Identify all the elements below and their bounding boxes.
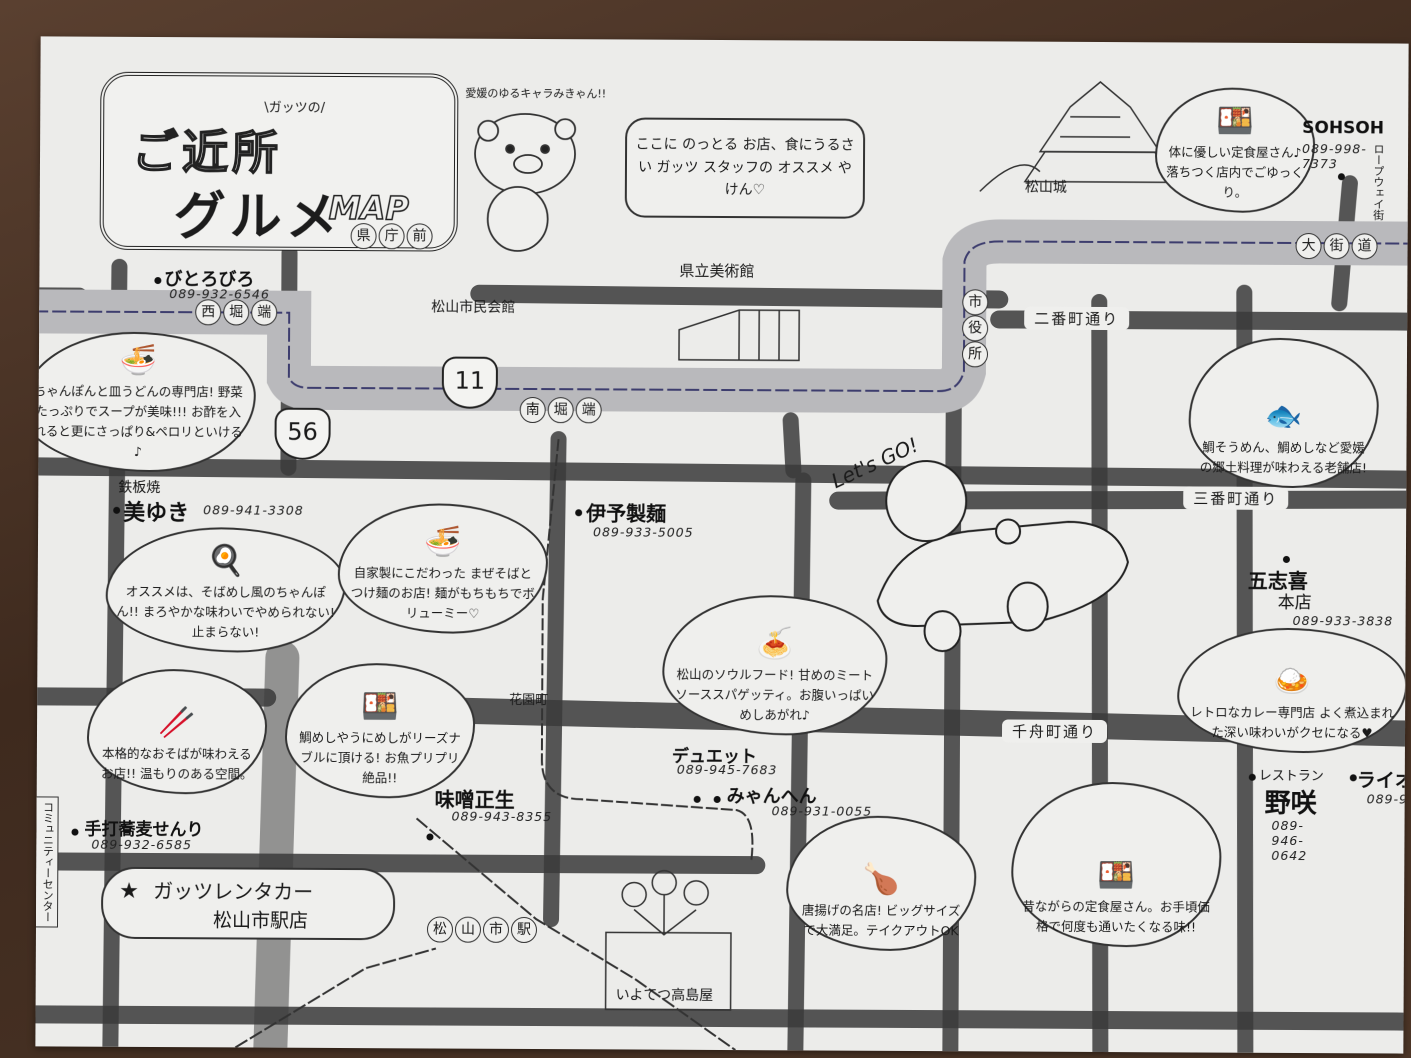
shop-name-sohsoh[interactable]: SOHSOH [1302, 118, 1385, 139]
shop-tel-bidorobiro: 089-932-6546 [169, 286, 270, 302]
shop-pin-iyoseimen[interactable] [575, 509, 583, 517]
shop-tel-nosaki: 089-946-0642 [1271, 817, 1308, 864]
shop-bubble-misomasao: 🍱 鯛めしやうにめしがリーズナブルに頂ける! お魚プリプリ絶品!! [284, 662, 476, 799]
shop-bubble-senri: 🥢 本格的なおそばが味わえるお店!! 温もりのある空間。 [86, 668, 268, 795]
shop-pin-nosaki[interactable] [1248, 773, 1256, 781]
teppan-plate-icon: 🍳 [207, 543, 245, 579]
mascot-speech-bubble: ここに のっとる お店、食にうるさい ガッツ スタッフの オススメ やけん♡ [624, 117, 866, 219]
shop-pin-goshiki[interactable] [1282, 555, 1290, 563]
guts-rental-car-location: ★ ガッツレンタカー 松山市駅店 [100, 866, 396, 941]
street-ropeway: ロープウェイ街 [1371, 143, 1386, 221]
landmark-community-center: コミュニティーセンター [35, 796, 59, 928]
shop-bubble-miyuki: 🍳 オススメは、そばめし風のちゃんぽん!! まろやかな味わいでやめられない!止ま… [105, 526, 347, 654]
street-nibancho: 二番町通り [1024, 306, 1130, 331]
station-minami-horibata: 南堀端 [519, 396, 603, 424]
shop-pin-lion[interactable] [1349, 774, 1357, 782]
railway-line [540, 439, 754, 861]
takashimaya-store-drawing [604, 869, 732, 1011]
mikyan-mascot-drawing [474, 113, 577, 252]
noodle-bowl-icon: 🍜 [119, 342, 158, 379]
title-line-gourmet: グルメ [173, 187, 342, 249]
shop-tel-senri: 089-932-6585 [91, 836, 193, 853]
star-icon: ★ [119, 878, 139, 904]
station-matsuyamashi: 松山市駅 [426, 916, 538, 944]
shop-name-iyoseimen[interactable]: 伊予製麺 [586, 501, 667, 526]
soba-bowl-icon: 🥢 [158, 705, 196, 741]
rental-name: ガッツレンタカー [153, 879, 314, 904]
title-subtitle: \ガッツの/ [264, 100, 326, 116]
street-senbuncho: 千舟町通り [1001, 719, 1108, 744]
curry-plate-icon: 🍛 [1273, 663, 1312, 700]
mascot-caption: 愛媛のゆるキャラみきゃん!! [465, 86, 607, 101]
shop-bubble-iyoseimen: 🍜 自家製にこだわった まぜそばと つけ麺のお店! 麺がもちもちでボリューミー♡ [337, 502, 549, 635]
street-sanbancho: 三番町通り [1183, 486, 1289, 510]
sea-bream-icon: 🐟 [1264, 398, 1303, 435]
landmark-iyotetsu-takashimaya: いよてつ高島屋 [615, 987, 714, 1004]
shop-branch-goshiki: 本店 [1277, 592, 1312, 614]
landmark-prefectural-museum: 県立美術館 [679, 261, 755, 281]
shop-tel-iyoseimen: 089-933-5005 [593, 524, 694, 540]
shop-bubble-duet: 🍝 松山のソウルフード! 甘めのミートソーススパゲッティ。お腹いっぱい めしあが… [662, 594, 888, 736]
mascot-speech-text: ここに のっとる お店、食にうるさい ガッツ スタッフの オススメ やけん♡ [635, 136, 855, 199]
station-kencho-mae: 県庁前 [350, 223, 434, 250]
shop-tel-duet: 089-945-7683 [676, 761, 778, 778]
karaage-icon: 🍗 [862, 861, 901, 897]
shop-bubble-goshiki: 🐟 鯛そうめん、鯛めしなど愛媛の郷土料理が味わえる老舗店! [1188, 337, 1380, 489]
shop-bubble-sohsoh: 🍱 体に優しい定食屋さん♪ 落ちつく店内でごゆっくり。 [1154, 87, 1316, 214]
shop-name-nosaki[interactable]: 野咲 [1264, 788, 1317, 820]
shop-name-lion[interactable]: ライオン [1356, 769, 1409, 792]
shop-tel-miyuki: 089-941-3308 [203, 502, 304, 518]
matsuyama-castle-drawing [979, 80, 1172, 192]
station-nishi-horibata: 西堀端 [194, 299, 278, 326]
shop-tel-sohsoh: 089-998-7373 [1301, 141, 1367, 172]
shop-bubble-miyanhen: 🍗 唐揚げの名店! ビッグサイズで大満足。テイクアウトOK [785, 815, 977, 952]
shop-pin-sohsoh[interactable] [1337, 173, 1345, 181]
spaghetti-plate-icon: 🍝 [756, 626, 794, 662]
rental-branch: 松山市駅店 [212, 909, 309, 932]
shop-pin-senri[interactable] [71, 828, 79, 836]
shop-tel-curry: 089-933-3838 [1292, 612, 1394, 629]
landmark-matsuyama-castle: 松山城 [1024, 179, 1067, 196]
title-line-gokinjo: ご近所 [131, 124, 283, 180]
seafood-bowl-icon: 🍱 [361, 689, 399, 725]
shop-bubble-nosaki: 🍱 昔ながらの定食屋さん。お手頃価格で何度も通いたくなる味!! [1010, 781, 1222, 948]
station-shiyakusho: 市役所 [961, 289, 989, 368]
landmark-civic-hall: 松山市民会館 [431, 299, 516, 316]
shop-pin-misomasao[interactable] [426, 833, 434, 841]
route-56-shield: 56 [274, 407, 331, 460]
shop-pin-miyanhen[interactable] [713, 795, 721, 803]
shop-name-miyuki[interactable]: 美ゆき [123, 500, 190, 527]
shop-tel-lion: 089-9…-99… [1366, 791, 1409, 807]
station-hanazono: 花園町 [509, 692, 549, 709]
title-line-map: MAP [328, 188, 410, 228]
shop-bubble-bidorobiro: 🍜 ちゃんぽんと皿うどんの専門店! 野菜たっぷりでスープが美味!!! お酢を入れ… [35, 331, 257, 473]
road-east-west-1 [35, 457, 1409, 489]
shop-pin-duet[interactable] [693, 795, 701, 803]
shop-bubble-curry: 🍛 レトロなカレー専門店 よく煮込まれた深い味わいがクセになる♥ [1176, 627, 1408, 754]
teishoku-tray-icon: 🍱 [1216, 103, 1254, 139]
bento-tray-icon: 🍱 [1097, 857, 1136, 894]
shop-tel-misomasao: 089-943-8355 [451, 808, 553, 825]
route-11-shield: 11 [441, 356, 498, 409]
shop-pin-bidorobiro[interactable] [154, 277, 162, 285]
hand-drawn-map-sheet: \ガッツの/ ご近所 グルメ MAP 愛媛のゆるキャラみきゃん!! ここに のっ… [35, 36, 1409, 1054]
museum-building-drawing [678, 309, 800, 362]
iyotetsu-line-east [415, 817, 736, 1051]
guts-car-driver-drawing [876, 460, 1129, 653]
shop-pin-miyuki[interactable] [113, 506, 121, 514]
shop-genre-nosaki: レストラン [1258, 768, 1324, 785]
mazesoba-bowl-icon: 🍜 [424, 524, 462, 560]
station-okaido: 大街道 [1295, 232, 1379, 260]
tram-line [35, 240, 1409, 393]
